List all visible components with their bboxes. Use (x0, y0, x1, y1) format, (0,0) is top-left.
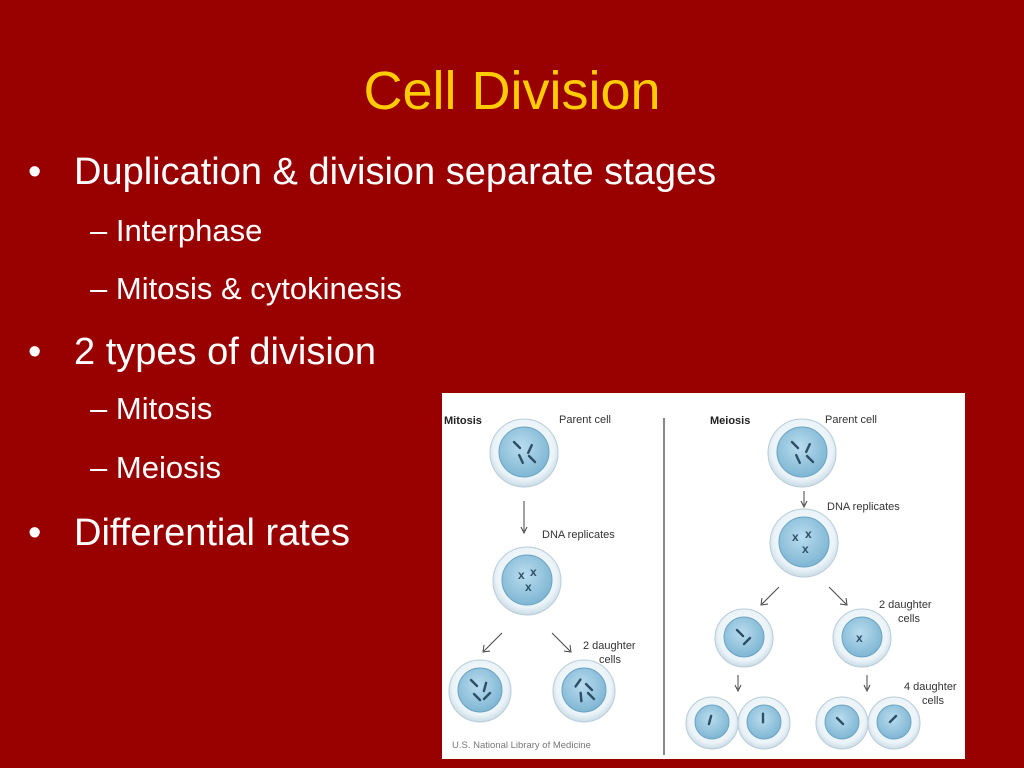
meiosis-final-cell-1 (685, 696, 739, 750)
svg-text:x: x (802, 542, 809, 556)
slide-title: Cell Division (363, 61, 661, 121)
svg-text:x: x (792, 530, 799, 544)
meiosis-final-cell-2 (737, 696, 791, 750)
bullet-text: Duplication & division separate stages (74, 151, 717, 193)
mitosis-daughter-cell-1 (448, 659, 512, 723)
bullet-differential-rates: • Differential rates (28, 514, 350, 552)
mitosis-daughter-cell-2 (552, 659, 616, 723)
sub-bullet-glyph: – (90, 450, 108, 485)
sub-bullet-text: Meiosis (115, 450, 221, 485)
bullet-two-types: • 2 types of division (28, 333, 376, 371)
sub-bullet-glyph: – (90, 391, 108, 426)
sub-bullet-glyph: – (90, 271, 108, 306)
svg-text:x: x (518, 568, 525, 582)
bullet-text: 2 types of division (74, 331, 377, 373)
mitosis-daughters-label-1: 2 daughter (583, 640, 636, 652)
sub-bullet-text: Interphase (115, 213, 263, 248)
sub-bullet-glyph: – (90, 213, 108, 248)
meiosis-step-label: DNA replicates (827, 501, 900, 513)
meiosis-four-daughters-label-1: 4 daughter (904, 681, 957, 693)
figure-credit: U.S. National Library of Medicine (452, 740, 591, 751)
mitosis-replicated-cell: x x x (492, 546, 562, 616)
svg-text:x: x (805, 527, 812, 541)
bullet-text: Differential rates (74, 512, 350, 554)
meiosis-four-daughters-label-2: cells (922, 695, 945, 707)
mitosis-parent-cell (489, 418, 559, 488)
meiosis-parent-label: Parent cell (825, 414, 877, 426)
bullet-glyph: • (28, 151, 42, 193)
sub-bullet-mitosis-cytokinesis: – Mitosis & cytokinesis (90, 273, 402, 304)
meiosis-replicated-cell: x x x (769, 508, 839, 578)
svg-text:x: x (525, 580, 532, 594)
bullet-glyph: • (28, 512, 42, 554)
svg-text:x: x (530, 565, 537, 579)
sub-bullet-interphase: – Interphase (90, 215, 262, 246)
meiosis-daughter-cell-1 (714, 608, 774, 668)
sub-bullet-text: Mitosis (115, 391, 213, 426)
svg-text:x: x (856, 631, 863, 645)
mitosis-step-label: DNA replicates (542, 529, 615, 541)
mitosis-daughters-label-2: cells (599, 654, 622, 666)
mitosis-heading: Mitosis (444, 415, 482, 427)
bullet-glyph: • (28, 331, 42, 373)
sub-bullet-mitosis: – Mitosis (90, 393, 212, 424)
meiosis-final-cell-4 (867, 696, 921, 750)
meiosis-daughters-label-2: cells (898, 613, 921, 625)
meiosis-parent-cell (767, 418, 837, 488)
meiosis-heading: Meiosis (710, 415, 750, 427)
cell-division-figure: Mitosis Parent cell DNA replicates x x x… (442, 393, 965, 759)
meiosis-final-cell-3 (815, 696, 869, 750)
mitosis-meiosis-diagram: Mitosis Parent cell DNA replicates x x x… (444, 414, 957, 755)
meiosis-daughter-cell-2: x (832, 608, 892, 668)
mitosis-parent-label: Parent cell (559, 414, 611, 426)
sub-bullet-text: Mitosis & cytokinesis (115, 271, 402, 306)
meiosis-daughters-label-1: 2 daughter (879, 599, 932, 611)
sub-bullet-meiosis: – Meiosis (90, 452, 221, 483)
bullet-duplication: • Duplication & division separate stages (28, 153, 716, 191)
